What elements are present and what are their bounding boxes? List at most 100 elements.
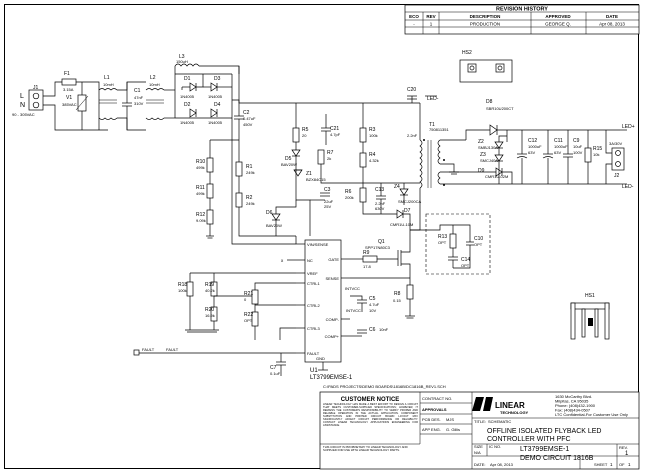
svg-text:G. Gillis: G. Gillis <box>446 427 460 432</box>
svg-text:10mH: 10mH <box>149 82 160 87</box>
svg-text:OPT: OPT <box>461 263 470 268</box>
svg-text:APP ENG.: APP ENG. <box>422 427 441 432</box>
varistor-v1: V1 385VAC <box>62 82 89 130</box>
resistor-r6: R6 200k <box>345 187 367 203</box>
svg-text:D4: D4 <box>214 102 221 108</box>
svg-text:R12: R12 <box>196 212 205 218</box>
mosfet-q1: Q1 SPP17N80C3 <box>365 230 411 285</box>
svg-text:FAULT: FAULT <box>166 347 179 352</box>
svg-text:R18: R18 <box>178 282 187 288</box>
svg-text:L2: L2 <box>150 75 156 81</box>
diode-d6: D6 BAV20W <box>266 210 282 228</box>
fuse-f1: F1 3.15A <box>61 71 77 92</box>
svg-text:R21: R21 <box>244 291 253 297</box>
svg-text:0: 0 <box>244 297 247 302</box>
svg-text:INTVCC: INTVCC <box>346 308 361 313</box>
svg-text:C6: C6 <box>369 327 376 333</box>
svg-text:100V: 100V <box>573 150 583 155</box>
resistor-r15: R15 10k <box>584 130 602 184</box>
svg-text:C2: C2 <box>243 110 250 116</box>
svg-text:630V: 630V <box>375 206 385 211</box>
svg-text:LT3799EMSE-1: LT3799EMSE-1 <box>310 375 353 381</box>
svg-text:4.7uF: 4.7uF <box>369 302 380 307</box>
svg-text:L: L <box>20 93 24 100</box>
svg-text:APPROVALS: APPROVALS <box>422 407 447 412</box>
svg-text:SCHEMATIC: SCHEMATIC <box>488 419 511 424</box>
svg-text:VIN/SENSE: VIN/SENSE <box>307 242 329 247</box>
svg-text:CMR1U-10M: CMR1U-10M <box>390 222 413 227</box>
svg-text:CMR1U-02M: CMR1U-02M <box>485 174 508 179</box>
capacitor-c13: C13 2.2nF 630V <box>375 187 386 211</box>
svg-text:J2: J2 <box>614 173 620 179</box>
svg-text:C9: C9 <box>573 138 580 144</box>
notice-text: LINEAR TECHNOLOGY HAS MADE A BEST EFFORT… <box>323 403 418 427</box>
svg-text:HS2: HS2 <box>462 50 472 56</box>
net-label-led-plus: LED+ <box>622 124 635 130</box>
svg-text:Z2: Z2 <box>478 139 484 145</box>
svg-text:10k: 10k <box>593 152 599 157</box>
svg-text:SENSE: SENSE <box>325 276 339 281</box>
svg-text:C7: C7 <box>270 365 277 371</box>
svg-text:R15: R15 <box>593 146 602 152</box>
svg-text:2k: 2k <box>327 156 331 161</box>
rev-header-date: DATE <box>606 14 618 19</box>
rev-approved-value: GEORGE Q. <box>545 22 571 27</box>
svg-text:R13: R13 <box>438 234 447 240</box>
svg-text:1000uF: 1000uF <box>554 144 568 149</box>
svg-text:Fax: (408)434-0507: Fax: (408)434-0507 <box>555 408 591 413</box>
resistor-r10: R10 499k <box>196 157 214 173</box>
svg-text:CTRL2: CTRL2 <box>307 303 320 308</box>
svg-text:499k: 499k <box>196 165 205 170</box>
svg-text:150uH: 150uH <box>176 59 188 64</box>
svg-text:CTRL3: CTRL3 <box>307 326 320 331</box>
rev-header-approved: APPROVED <box>545 14 571 19</box>
revision-history-title: REVISION HISTORY <box>496 7 548 13</box>
zener-z4: Z4 SMCJ200CA <box>394 184 421 204</box>
resistor-r11: R11 499k <box>196 183 214 199</box>
svg-text:1000uF: 1000uF <box>528 144 542 149</box>
svg-text:N/A: N/A <box>474 450 481 455</box>
svg-text:CONTRACT NO.: CONTRACT NO. <box>422 396 452 401</box>
optional-snubber-box: R13 OPT C10 OPT C14 OPT <box>425 213 491 275</box>
svg-text:OPT: OPT <box>438 240 447 245</box>
ic-number: LT3799EMSE-1 <box>520 446 569 453</box>
capacitor-c5: C5 4.7uF 10V <box>357 296 380 313</box>
svg-text:Phone: (408)432-1900: Phone: (408)432-1900 <box>555 403 596 408</box>
svg-text:NC: NC <box>307 258 313 263</box>
svg-text:J1: J1 <box>33 85 39 91</box>
svg-text:2.2nF: 2.2nF <box>375 201 386 206</box>
svg-text:HS1: HS1 <box>585 293 595 299</box>
resistor-r19: R19 40.2k <box>205 281 218 297</box>
svg-text:GND: GND <box>316 356 325 361</box>
svg-text:R11: R11 <box>196 185 205 191</box>
svg-text:Z4: Z4 <box>394 184 400 190</box>
nc-marker: x <box>281 258 284 263</box>
svg-text:2.2nF: 2.2nF <box>407 133 418 138</box>
rev-eco-value: - <box>413 22 415 27</box>
svg-text:C13: C13 <box>375 187 384 193</box>
svg-text:0.47uF: 0.47uF <box>243 116 256 121</box>
svg-text:OPT: OPT <box>244 318 253 323</box>
svg-text:D9: D9 <box>478 168 485 174</box>
svg-text:100k: 100k <box>369 133 378 138</box>
svg-text:47nF: 47nF <box>134 95 144 100</box>
svg-text:C1: C1 <box>134 88 141 94</box>
resistor-r7: R7 2k <box>317 149 334 165</box>
resistor-r18: R18 100k <box>178 281 194 297</box>
svg-text:1: 1 <box>625 451 629 457</box>
connector-j1: J1 L N 90 - 305VAC <box>12 85 44 117</box>
svg-text:Z3: Z3 <box>480 152 486 158</box>
capacitor-c9: C9 10uF 100V <box>563 130 583 184</box>
svg-text:R19: R19 <box>205 282 214 288</box>
svg-text:R4: R4 <box>369 152 376 158</box>
resistor-r12: R12 9.09k <box>196 209 214 225</box>
capacitor-c11: C11 1000uF 63V <box>542 130 568 184</box>
capacitor-c6: C6 10nF <box>350 327 389 337</box>
svg-text:4.32k: 4.32k <box>369 158 379 163</box>
fault-output: FAULT FAULT <box>133 347 296 356</box>
svg-text:C21: C21 <box>330 126 339 132</box>
svg-text:R1: R1 <box>246 164 253 170</box>
capacitor-c12: C12 1000uF 63V <box>516 130 542 184</box>
capacitor-c2: C2 0.47uF 450V <box>234 103 256 140</box>
schematic-title-line2: CONTROLLER WITH PFC <box>487 436 571 443</box>
